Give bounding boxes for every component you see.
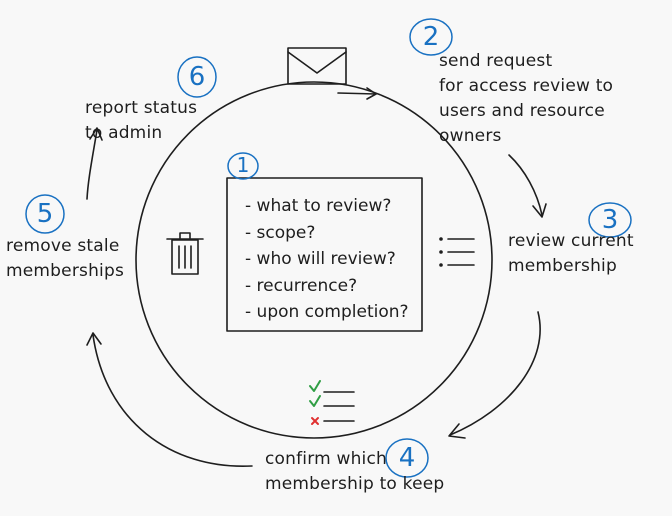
step-2-circle (409, 18, 453, 56)
step-3-circle (588, 202, 632, 238)
step-6-label: report status to admin (85, 98, 198, 143)
step-4-number: 4 (398, 443, 416, 473)
step-1-circle (227, 152, 259, 180)
arrow-2-to-3 (508, 154, 547, 218)
review-question: - scope? (245, 222, 316, 243)
envelope-icon (287, 47, 347, 85)
step-3-number: 3 (601, 205, 619, 235)
step-1-number: 1 (236, 153, 250, 177)
check-mark-2 (309, 395, 321, 407)
step-4-label: confirm which membership to keep (265, 449, 445, 494)
review-question: - recurrence? (245, 275, 358, 296)
step-2-label: send request for access review to users … (439, 51, 614, 146)
step-5-label: remove stale memberships (6, 236, 125, 281)
arrow-3-to-4 (448, 311, 541, 439)
list-icon-bullets (439, 237, 443, 267)
review-question: - what to review? (245, 196, 392, 216)
cross-mark (311, 417, 319, 425)
step-2-number: 2 (422, 22, 440, 52)
trash-can-icon (166, 232, 204, 275)
review-questions-list: - what to review? - scope? - who will re… (245, 193, 409, 326)
checklist-icon (323, 391, 355, 422)
step-3-label: review current membership (508, 231, 634, 276)
step-6-circle (177, 56, 217, 98)
step-5-number: 5 (36, 199, 54, 229)
arrow-4-to-5 (86, 332, 253, 467)
review-question: - who will review? (245, 249, 396, 269)
cycle-circle (135, 81, 493, 439)
arrow-1-to-2 (337, 87, 377, 100)
center-box (226, 177, 423, 332)
review-question: - upon completion? (245, 302, 409, 322)
step-6-number: 6 (188, 62, 206, 92)
check-mark-1 (309, 380, 321, 392)
list-icon (447, 238, 475, 266)
step-4-circle (385, 438, 429, 478)
step-5-circle (25, 194, 65, 234)
arrow-5-to-6 (86, 127, 103, 200)
